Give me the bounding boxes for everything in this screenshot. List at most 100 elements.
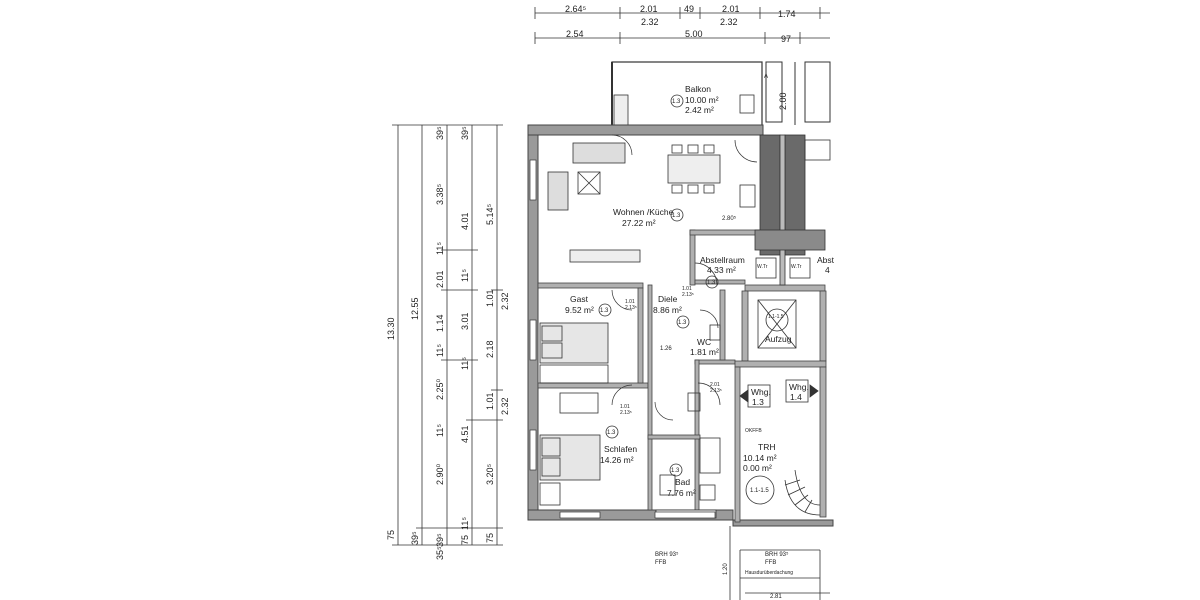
room-trh-area: 10.14 m²: [743, 453, 777, 463]
room-balkon-area: 10.00 m²: [685, 95, 719, 105]
room-bad-area: 7.76 m²: [667, 488, 696, 498]
room-wc-name: WC: [697, 337, 711, 347]
shafts: [754, 134, 831, 286]
room-balkon-area2: 2.42 m²: [685, 105, 714, 115]
room-bad-name: Bad: [675, 477, 690, 487]
room-trh-tag: 1.1-1.5: [750, 488, 769, 494]
dim-left-8: 2.01: [435, 270, 445, 288]
room-balkon-tag: 1.3: [672, 99, 681, 105]
dim-left-10: 11⁵: [435, 344, 445, 357]
dim-left-13: 2.90⁰: [435, 463, 445, 485]
dim-left-23: 75: [460, 535, 470, 545]
dim-door-5: 1.01: [625, 299, 635, 305]
dim-left-20: 11⁵: [460, 357, 470, 370]
room-schlafen-tag-circle: [605, 425, 619, 439]
dim-top-5: 1.74: [778, 9, 796, 19]
dim-door-2: 1.01: [682, 286, 692, 292]
dim-left-9: 1.14: [435, 314, 445, 332]
wtr-label-1: W.Tr: [757, 264, 768, 270]
dim-door-9: 2.01: [710, 382, 720, 388]
whg-2-number: 1.4: [790, 392, 802, 402]
whg-1-number: 1.3: [752, 397, 764, 407]
door-swings: [611, 134, 758, 421]
brh-left: BRH 93⁵: [655, 551, 679, 558]
room-diele-area: 8.86 m²: [653, 305, 682, 315]
dim-left-18: 11⁵: [460, 269, 470, 282]
room-diele-tag: 1.3: [678, 320, 687, 326]
apartment-markers: [739, 379, 819, 408]
dim-left-2: 12.55: [410, 297, 420, 320]
dim-left-19: 3.01: [460, 312, 470, 330]
brh-right: BRH 93⁵: [765, 551, 789, 558]
dim-top-2: 2.01: [640, 4, 658, 14]
dim-left-24: 5.14⁵: [485, 203, 495, 225]
left-dimension-lines: [392, 124, 503, 546]
room-abstell-name: Abstellraum: [700, 255, 745, 265]
room-aufzug-tag: 1.1-1.5: [768, 314, 784, 320]
room-gast-name: Gast: [570, 294, 589, 304]
ok-note: OKFFB: [745, 428, 762, 434]
room-schlafen-name: Schlafen: [604, 444, 637, 454]
room-balkon-tag-circle: [670, 94, 684, 108]
dim-left-25: 1.01: [485, 289, 495, 307]
room-diele-tag-circle: [676, 315, 690, 329]
room-gast-tag: 1.3: [600, 308, 609, 314]
dim-door-6: 2.13⁵: [625, 305, 637, 311]
dim-bottom-h: 2.81: [770, 594, 782, 600]
dim-left-31: 2.32: [500, 397, 510, 415]
dim-top-10: 97: [781, 34, 791, 44]
dim-left-21: 4.51: [460, 425, 470, 443]
dim-left-22: 11⁵: [460, 517, 470, 530]
room-abst-partial-area: 4: [825, 265, 830, 275]
dim-top-9: 5.00: [685, 29, 703, 39]
dim-left-15: 35⁵: [435, 546, 445, 560]
dim-bottom-v: 1.20: [723, 563, 729, 575]
top-dimension-lines: [534, 7, 830, 44]
dim-left-14: 39⁵: [435, 533, 445, 547]
whg-1-label: Whg.: [751, 387, 771, 397]
room-balkon-name: Balkon: [685, 84, 711, 94]
room-bad-tag: 1.3: [671, 468, 680, 474]
room-trh-tag-circle: [745, 475, 775, 505]
room-bad-tag-circle: [669, 463, 683, 477]
dim-left-1: 13.30: [386, 317, 396, 340]
dim-door-1: 2.80⁵: [722, 215, 737, 222]
room-aufzug-tag-circle: [765, 308, 789, 332]
ffb-right: FFB: [765, 560, 776, 566]
windows: [529, 159, 716, 519]
dim-left-12: 11⁵: [435, 424, 445, 437]
room-diele-name: Diele: [658, 294, 678, 304]
dim-top-3: 49: [684, 4, 694, 14]
balcony: [611, 61, 831, 128]
room-abstell-tag-circle: [705, 275, 719, 289]
dim-left-6: 3.38⁵: [435, 183, 445, 205]
dim-left-17: 4.01: [460, 212, 470, 230]
dim-left-5: 39⁵: [435, 126, 445, 140]
room-abstell-tag: 1.3: [707, 280, 716, 286]
section-a-label: A: [764, 74, 768, 80]
room-wc-area: 1.81 m²: [690, 347, 719, 357]
dim-right-v: 2.00: [778, 92, 788, 110]
dim-door-3: 2.13⁵: [682, 292, 694, 298]
ffb-left: FFB: [655, 560, 666, 566]
room-gast-tag-circle: [598, 303, 612, 317]
room-gast-area: 9.52 m²: [565, 305, 594, 315]
dim-door-4: 1.26: [660, 346, 672, 352]
dim-top-8: 2.54: [566, 29, 584, 39]
room-wohnen-area: 27.22 m²: [622, 218, 656, 228]
dim-door-10: 2.13⁵: [710, 388, 722, 394]
dim-left-4: 39⁵: [410, 531, 420, 545]
dim-left-7: 11⁵: [435, 242, 445, 255]
room-wohnen-name: Wohnen /Küche: [613, 207, 674, 217]
dim-top-4: 2.01: [722, 4, 740, 14]
room-trh-name: TRH: [758, 442, 775, 452]
room-abstell-area: 4.33 m²: [707, 265, 736, 275]
dim-left-3: 75: [386, 530, 396, 540]
room-abst-partial-name: Abst: [817, 255, 835, 265]
dim-left-16: 39⁵: [460, 126, 470, 140]
dim-left-27: 1.01: [485, 392, 495, 410]
roof-label: Hausdurüberdachung: [745, 570, 793, 576]
dim-top-1: 2.64⁵: [565, 4, 587, 14]
dim-top-7: 2.32: [720, 17, 738, 27]
